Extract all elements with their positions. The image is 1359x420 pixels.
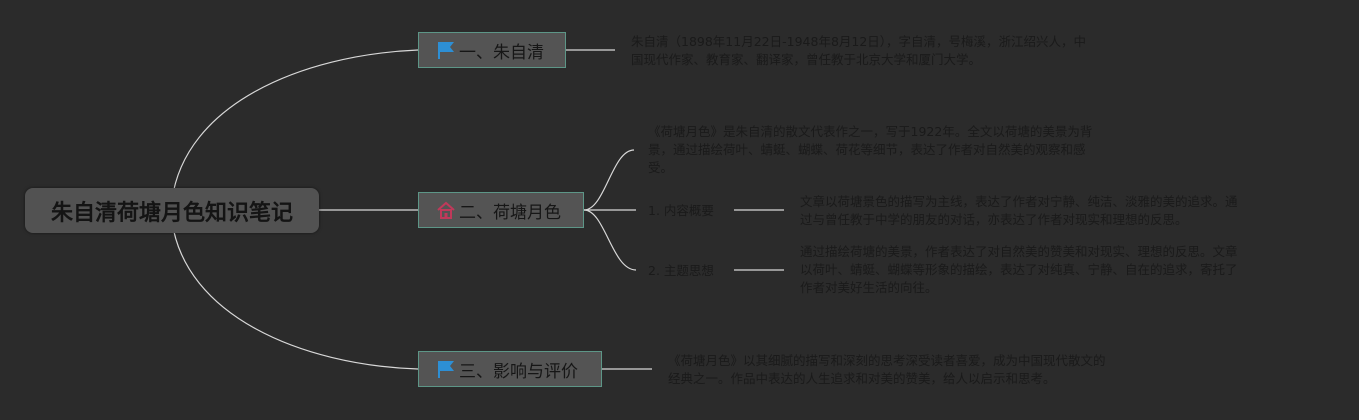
branch-topic-influence[interactable]: 三、影响与评价	[418, 351, 602, 387]
flag-icon	[435, 358, 457, 380]
link-branch2-note	[583, 149, 635, 211]
subtopic-label: 2. 主题思想	[648, 263, 714, 278]
flag-icon	[435, 39, 457, 61]
branch-topic-zhu-ziqing[interactable]: 一、朱自清	[418, 32, 566, 68]
note-influence: 《荷塘月色》以其细腻的描写和深刻的思考深受读者喜爱，成为中国现代散文的 经典之一…	[668, 353, 1106, 386]
root-topic[interactable]: 朱自清荷塘月色知识笔记	[25, 188, 319, 233]
note-zhu-ziqing: 朱自清（1898年11月22日-1948年8月12日），字自清，号梅溪，浙江绍兴…	[631, 34, 1087, 67]
branch-topic-hetang-yuese[interactable]: 二、荷塘月色	[418, 192, 584, 228]
link-branch2-sub2	[583, 209, 637, 271]
note-content-summary: 文章以荷塘景色的描写为主线，表达了作者对宁静、纯洁、淡雅的美的追求。通 过与曾任…	[800, 194, 1238, 227]
subtopic-label: 1. 内容概要	[648, 203, 714, 218]
branch-topic-label: 二、荷塘月色	[459, 202, 561, 223]
subtopic-content-summary[interactable]: 1. 内容概要	[648, 202, 714, 220]
link-root-branch1	[171, 49, 419, 201]
note-theme: 通过描绘荷塘的美景，作者表达了对自然美的赞美和对现实、理想的反思。文章 以荷叶、…	[800, 244, 1238, 295]
link-root-branch3	[171, 220, 419, 370]
note-hetang-yuese: 《荷塘月色》是朱自清的散文代表作之一，写于1922年。全文以荷塘的美景为背 景，…	[648, 124, 1093, 175]
branch-topic-label: 一、朱自清	[459, 42, 544, 63]
root-topic-label: 朱自清荷塘月色知识笔记	[50, 200, 293, 226]
branch-topic-label: 三、影响与评价	[459, 361, 578, 382]
home-icon	[435, 199, 457, 221]
subtopic-theme[interactable]: 2. 主题思想	[648, 262, 714, 280]
